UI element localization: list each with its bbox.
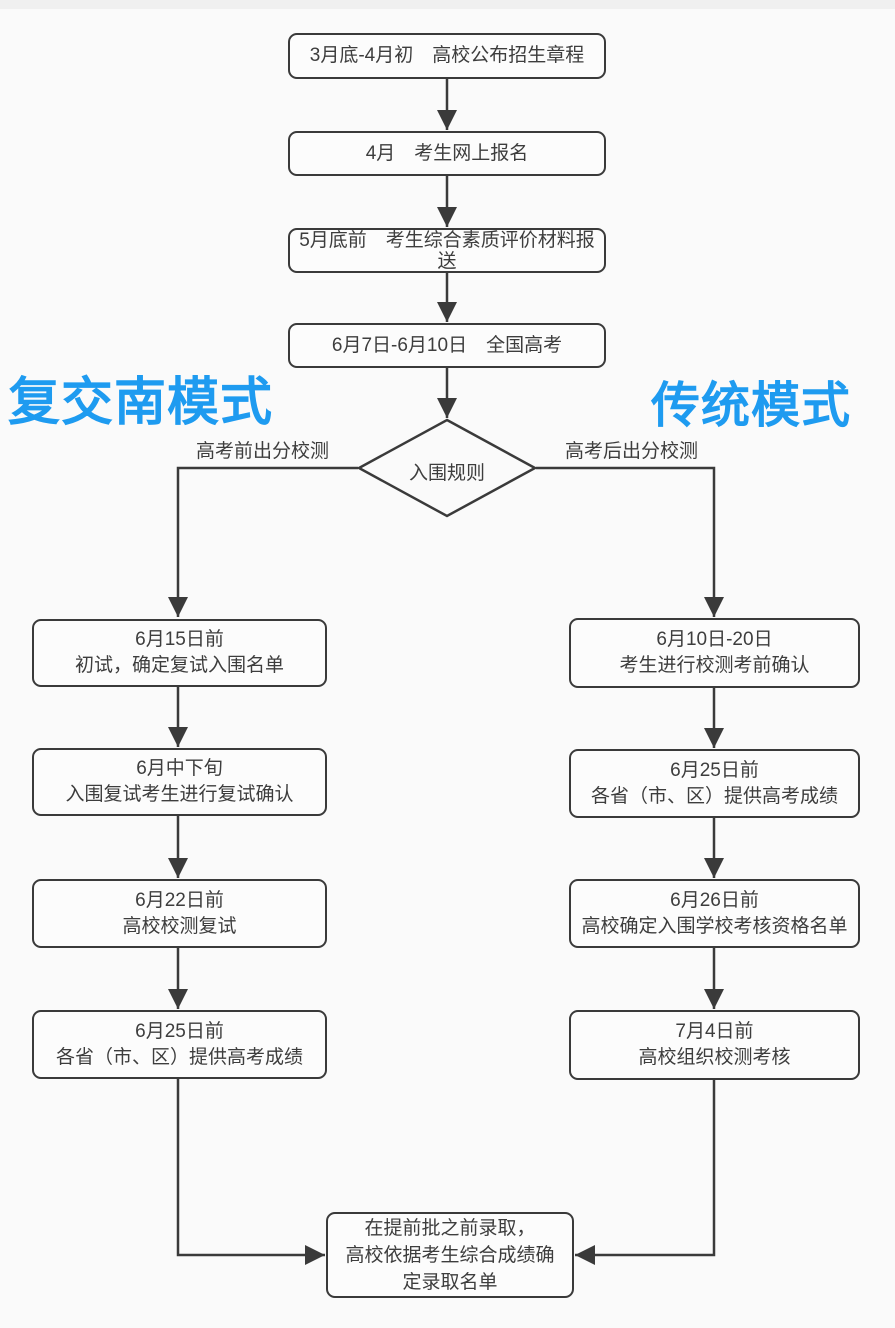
connector-branch-left	[168, 466, 358, 617]
node-text: 在提前批之前录取，	[364, 1217, 536, 1239]
node-text: 初试，确定复试入围名单	[74, 655, 284, 676]
node-date: 6月10日-20日	[656, 629, 773, 650]
branch-label-left: 高考前出分校测	[196, 441, 330, 462]
node-text: 考生进行校测考前确认	[619, 655, 810, 676]
flow-node-left-shortlist: 6月15日前 初试，确定复试入围名单	[32, 619, 327, 687]
node-text: 高校依据考生综合成绩确	[345, 1244, 555, 1266]
node-text: 3月底-4月初 高校公布招生章程	[309, 45, 585, 66]
node-date: 6月22日前	[135, 889, 224, 911]
node-text: 送	[437, 250, 457, 272]
flow-node-announce-rules: 3月底-4月初 高校公布招生章程	[288, 33, 606, 79]
node-date: 7月4日前	[675, 1021, 754, 1042]
flow-node-right-scores-released: 6月25日前 各省（市、区）提供高考成绩	[569, 749, 860, 818]
node-text: 各省（市、区）提供高考成绩	[590, 785, 838, 807]
node-date: 6月26日前	[670, 889, 759, 911]
node-text: 5月底前 考生综合素质评价材料报	[299, 229, 595, 251]
node-text: 4月 考生网上报名	[365, 142, 529, 164]
node-date: 6月中下旬	[136, 758, 223, 779]
mode-label-left: 复交南模式	[8, 374, 274, 432]
node-text: 高校确定入围学校考核资格名单	[581, 915, 848, 937]
flow-node-online-register: 4月 考生网上报名	[288, 131, 606, 176]
flow-node-right-pretest-confirm: 6月10日-20日 考生进行校测考前确认	[569, 618, 860, 688]
flow-node-left-scores-released: 6月25日前 各省（市、区）提供高考成绩	[32, 1010, 327, 1079]
connector-right-to-final	[575, 1080, 716, 1265]
connector-left-to-final	[176, 1079, 325, 1265]
node-text: 高校校测复试	[122, 915, 237, 937]
flow-node-national-gaokao: 6月7日-6月10日 全国高考	[288, 323, 606, 368]
node-date: 6月15日前	[135, 629, 224, 650]
decision-label: 入围规则	[408, 463, 485, 484]
flow-node-right-qualified-list: 6月26日前 高校确定入围学校考核资格名单	[569, 879, 860, 948]
flow-node-left-retest-confirm: 6月中下旬 入围复试考生进行复试确认	[32, 748, 327, 816]
flow-node-left-school-retest: 6月22日前 高校校测复试	[32, 879, 327, 948]
node-text: 高校组织校测考核	[638, 1047, 791, 1068]
node-text: 定录取名单	[402, 1271, 498, 1293]
connector-branch-right	[536, 466, 724, 617]
node-text: 各省（市、区）提供高考成绩	[55, 1046, 303, 1068]
decision-diamond	[356, 418, 538, 518]
flow-node-right-school-assessment: 7月4日前 高校组织校测考核	[569, 1010, 860, 1080]
top-edge-shade	[0, 0, 895, 9]
mode-label-right: 传统模式	[651, 379, 852, 433]
node-text: 6月7日-6月10日 全国高考	[331, 334, 563, 356]
node-date: 6月25日前	[670, 759, 759, 781]
branch-label-right: 高考后出分校测	[565, 441, 699, 462]
flow-node-submit-materials: 5月底前 考生综合素质评价材料报 送	[288, 228, 606, 273]
node-date: 6月25日前	[135, 1020, 224, 1042]
node-text: 入围复试考生进行复试确认	[65, 784, 294, 805]
flow-node-final-admission: 在提前批之前录取， 高校依据考生综合成绩确 定录取名单	[326, 1212, 574, 1298]
